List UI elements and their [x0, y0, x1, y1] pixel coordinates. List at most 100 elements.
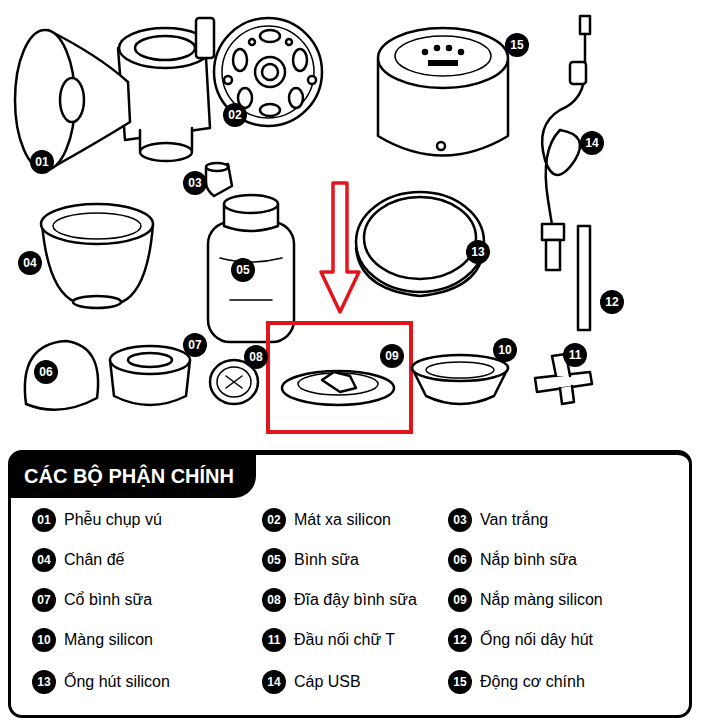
base-drawing-part — [73, 296, 121, 308]
part-name: Phễu chụp vú — [64, 510, 162, 530]
silicone-tube-ring-drawing — [356, 192, 484, 296]
callout-text: 09 — [385, 350, 398, 362]
massage-disk-drawing-part — [260, 30, 280, 42]
funnel-drawing-part — [196, 18, 214, 58]
callout-number: 13 — [32, 670, 56, 694]
part-name: Đầu nối chữ T — [294, 630, 395, 650]
part-name: Van trắng — [480, 510, 548, 530]
callout-number: 14 — [580, 131, 604, 155]
callout-number: 06 — [448, 548, 472, 572]
t-connector-drawing-part — [560, 386, 574, 404]
callout-text: 07 — [188, 339, 201, 351]
callout-number: 15 — [505, 33, 529, 57]
membrane-drawing-part — [426, 362, 494, 378]
callout-number: 11 — [563, 343, 587, 367]
usb-cable-drawing-part — [546, 130, 560, 225]
part-name: Nắp màng silicon — [480, 590, 603, 610]
funnel-drawing — [15, 18, 214, 170]
callout-number: 04 — [32, 548, 56, 572]
massage-disk-drawing-part — [249, 39, 255, 45]
bottle-neck-drawing-part — [128, 353, 172, 367]
motor-drawing-part — [459, 50, 463, 54]
callout-text: 15 — [453, 676, 466, 688]
bottle-cap-drawing-part — [25, 341, 98, 410]
membrane-cover-drawing — [282, 371, 394, 405]
callout-text: 11 — [268, 634, 281, 646]
massage-disk-drawing — [214, 18, 322, 126]
callout-number: 08 — [262, 588, 286, 612]
motor-drawing-part — [395, 36, 491, 76]
callout-text: 09 — [453, 594, 466, 606]
callout-number: 12 — [448, 628, 472, 652]
callout-text: 14 — [585, 137, 598, 149]
part-name: Bình sữa — [294, 550, 359, 570]
callout-number: 08 — [244, 345, 268, 369]
bottle-drawing — [208, 195, 294, 342]
callout-number: 04 — [18, 251, 42, 275]
callout-text: 15 — [510, 39, 523, 51]
massage-disk-drawing-part — [289, 88, 303, 108]
callout-text: 13 — [37, 676, 50, 688]
bottle-drawing-part — [224, 195, 278, 213]
motor-drawing-part — [437, 142, 445, 150]
motor-drawing — [378, 28, 508, 156]
membrane-drawing-part — [412, 355, 508, 381]
callout-number: 14 — [262, 670, 286, 694]
callout-number: 03 — [183, 171, 207, 195]
callout-text: 10 — [37, 634, 50, 646]
membrane-drawing — [412, 355, 508, 404]
part-name: Ống hút silicon — [64, 672, 170, 692]
massage-disk-drawing-part — [286, 39, 292, 45]
callout-text: 01 — [35, 156, 48, 168]
callout-number: 02 — [223, 103, 247, 127]
motor-drawing-part — [435, 46, 439, 50]
callout-text: 01 — [37, 514, 50, 526]
callout-number: 09 — [380, 344, 404, 368]
callout-number: 02 — [262, 508, 286, 532]
highlight-box — [268, 323, 411, 432]
membrane-cover-drawing-part — [322, 372, 356, 392]
callout-number: 07 — [183, 333, 207, 357]
callout-number: 10 — [493, 338, 517, 362]
panel-title: CÁC BỘ PHẬN CHÍNH — [10, 454, 256, 498]
connector-tube-drawing — [578, 226, 590, 330]
callout-number: 12 — [600, 290, 624, 314]
part-name: Mát xa silicon — [294, 510, 391, 530]
funnel-drawing-part — [140, 143, 192, 161]
membrane-cover-drawing-part — [298, 373, 378, 395]
massage-disk-drawing-part — [214, 18, 322, 126]
part-name: Chân đế — [64, 550, 125, 570]
callout-number: 10 — [32, 628, 56, 652]
silicone-tube-ring-drawing-part — [356, 248, 484, 296]
callout-number: 06 — [34, 360, 58, 384]
usb-cable-drawing-part — [580, 16, 590, 34]
silicone-tube-ring-drawing-part — [364, 197, 476, 279]
callout-text: 03 — [188, 177, 201, 189]
part-name: Cáp USB — [294, 672, 361, 692]
callout-text: 14 — [267, 676, 280, 688]
motor-drawing-part — [447, 46, 451, 50]
massage-disk-drawing-part — [308, 76, 316, 84]
part-name: Nắp bình sữa — [480, 550, 577, 570]
callout-number: 11 — [262, 628, 286, 652]
callout-text: 02 — [228, 109, 241, 121]
callout-text: 03 — [453, 514, 466, 526]
massage-disk-drawing-part — [260, 104, 280, 116]
callout-number: 05 — [231, 258, 255, 282]
bottle-disk-drawing-part — [217, 367, 251, 397]
bottle-drawing-part — [230, 299, 272, 301]
callout-number: 01 — [32, 508, 56, 532]
callout-text: 08 — [249, 351, 262, 363]
callout-text: 05 — [267, 554, 280, 566]
valve-drawing-part — [206, 163, 228, 171]
callout-text: 11 — [569, 349, 582, 361]
massage-disk-drawing-part — [224, 76, 232, 84]
motor-drawing-part — [378, 28, 508, 88]
callout-number: 09 — [448, 588, 472, 612]
usb-cable-drawing-part — [542, 224, 564, 240]
base-drawing-part — [53, 213, 141, 239]
bottle-cap-drawing — [25, 341, 98, 410]
callout-text: 04 — [23, 257, 36, 269]
callout-text: 05 — [236, 264, 249, 276]
callout-text: 08 — [267, 594, 280, 606]
